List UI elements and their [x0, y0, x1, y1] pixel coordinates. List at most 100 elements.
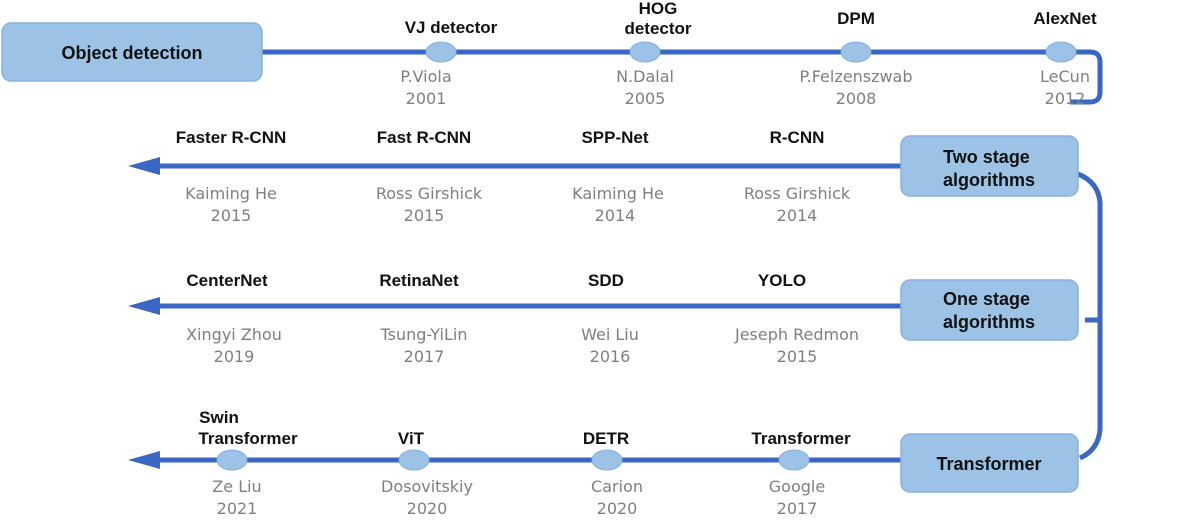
milestone-year: 2017: [404, 347, 445, 366]
svg-text:AlexNet: AlexNet: [1033, 9, 1097, 28]
timeline-node: [425, 41, 457, 63]
milestone-author: P.Viola: [400, 67, 451, 86]
svg-text:Faster R-CNN: Faster R-CNN: [176, 128, 287, 147]
timeline-connectors: [128, 49, 1103, 469]
milestone-name: CenterNet: [186, 271, 268, 290]
two-stage-algorithms-box: Two stage algorithms: [900, 135, 1079, 197]
row0-line: [262, 49, 1103, 105]
milestone-name: Transformer: [751, 429, 851, 448]
object-detection-box-label: Object detection: [61, 43, 202, 63]
milestone-name-line1: HOG: [639, 0, 678, 18]
svg-text:Fast R-CNN: Fast R-CNN: [377, 128, 471, 147]
svg-text:SDD: SDD: [588, 271, 624, 290]
milestone-name-line2: detector: [624, 19, 691, 38]
milestone-name: DETR: [583, 429, 629, 448]
one-stage-box-label-line1: One stage: [943, 289, 1030, 309]
milestone-name-line2: Transformer: [198, 429, 298, 448]
milestone-name: AlexNet: [1033, 9, 1097, 28]
milestone-year: 2015: [777, 347, 818, 366]
milestone-year: 2016: [590, 347, 631, 366]
svg-text:Transformer: Transformer: [936, 454, 1041, 474]
milestone-author: Ze Liu: [212, 477, 261, 496]
svg-text:Two stage algorithms: Two stage algorithms: [943, 147, 1035, 190]
milestone-author: Jeseph Redmon: [734, 325, 859, 344]
milestone-name: RetinaNet: [379, 271, 459, 290]
milestone-name-line1: Swin: [199, 408, 239, 427]
milestone-year: 2015: [404, 206, 445, 225]
svg-text:Transformer: Transformer: [751, 429, 851, 448]
one-stage-algorithms-box: One stage algorithms: [900, 279, 1079, 341]
svg-text:R-CNN: R-CNN: [770, 128, 825, 147]
timeline-node: [591, 449, 623, 471]
timeline-node: [398, 449, 430, 471]
row2-milestones: CenterNet Xingyi Zhou 2019 RetinaNet Tsun…: [186, 271, 859, 366]
timeline-node: [216, 449, 248, 471]
milestone-year: 2001: [406, 89, 447, 108]
milestone-author: Dosovitskiy: [381, 477, 473, 496]
milestone-year: 2008: [836, 89, 877, 108]
svg-text:RetinaNet: RetinaNet: [379, 271, 459, 290]
milestone-vit: ViT Dosovitskiy 2020: [381, 429, 473, 518]
transformer-box: Transformer: [900, 433, 1079, 493]
svg-text:ViT: ViT: [398, 429, 425, 448]
milestone-author: N.Dalal: [616, 67, 674, 86]
milestone-name: SPP-Net: [581, 128, 648, 147]
milestone-year: 2012: [1045, 89, 1086, 108]
two-stage-box-label-line1: Two stage: [943, 147, 1030, 167]
milestone-name: SDD: [588, 271, 624, 290]
row2-arrowhead: [128, 297, 160, 315]
row3-arrowhead: [128, 451, 160, 469]
svg-text:DPM: DPM: [837, 9, 875, 28]
milestone-year: 2020: [407, 499, 448, 518]
milestone-author: Carion: [591, 477, 643, 496]
milestone-author: Ross Girshick: [744, 184, 851, 203]
two-stage-box-label-line2: algorithms: [943, 170, 1035, 190]
object-detection-box: Object detection: [1, 22, 263, 82]
milestone-year: 2020: [597, 499, 638, 518]
milestone-retinanet: RetinaNet Tsung-YiLin 2017: [379, 271, 467, 366]
milestone-name: DPM: [837, 9, 875, 28]
milestone-author: Xingyi Zhou: [186, 325, 282, 344]
milestone-author: Tsung-YiLin: [380, 325, 468, 344]
timeline-node: [778, 449, 810, 471]
milestone-year: 2019: [214, 347, 255, 366]
milestone-vj-detector: VJ detector P.Viola 2001: [400, 18, 497, 108]
one-stage-box-label-line2: algorithms: [943, 312, 1035, 332]
svg-text:Object detection: Object detection: [61, 43, 202, 63]
milestone-name: Faster R-CNN: [176, 128, 287, 147]
milestone-year: 2005: [625, 89, 666, 108]
milestone-year: 2015: [211, 206, 252, 225]
milestone-name: VJ detector: [405, 18, 498, 37]
timeline-node: [1045, 41, 1077, 63]
timeline-node: [629, 41, 661, 63]
milestone-year: 2017: [777, 499, 818, 518]
milestone-year: 2014: [595, 206, 636, 225]
